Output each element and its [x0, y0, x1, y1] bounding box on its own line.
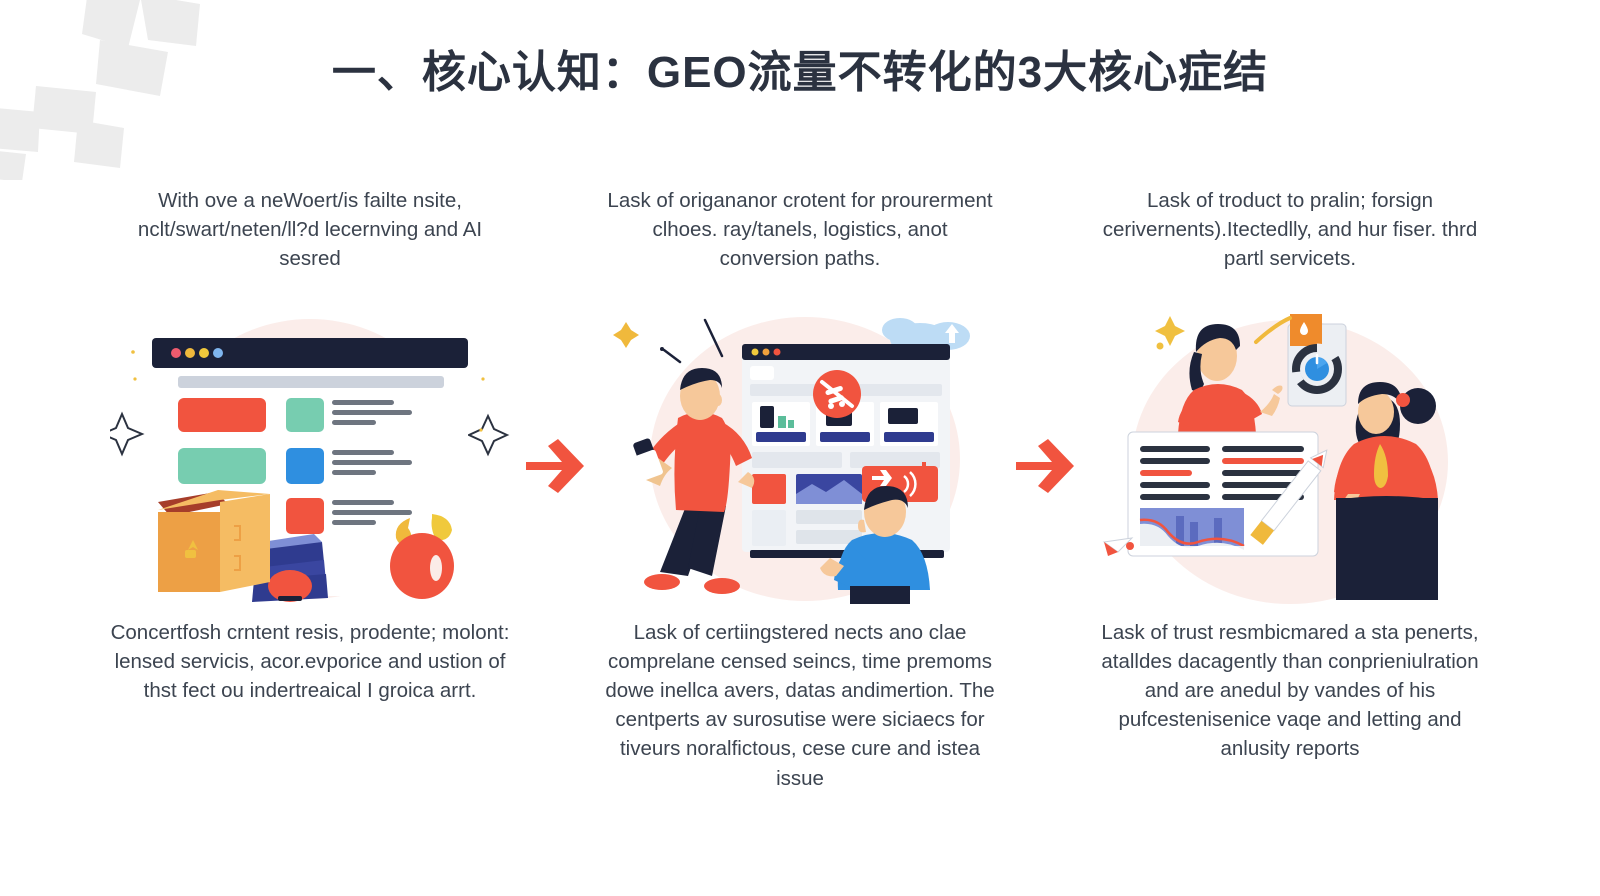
column-1-top-text: With ove a neWoert/is failte nsite, nclt… — [137, 189, 483, 271]
illustration-two-people-dashboard — [600, 294, 1000, 604]
column-3-top-text: Lask of troduct to pralin; forsign ceriv… — [1102, 189, 1478, 271]
column-2: Lask of origananor crotent for prourerme… — [590, 186, 1010, 793]
arrow-right-icon-2 — [1012, 436, 1078, 496]
illustration-browser-cards-box-pouch — [110, 294, 510, 604]
column-3: Lask of troduct to pralin; forsign ceriv… — [1080, 186, 1500, 764]
arrow-1-cell — [520, 186, 590, 496]
arrow-2-cell — [1010, 186, 1080, 496]
column-2-bottom-text: Lask of certiingstered nects ano clae co… — [605, 621, 995, 790]
column-1: With ove a neWoert/is failte nsite, nclt… — [100, 186, 520, 705]
illustration-two-women-report-chart — [1090, 294, 1490, 604]
column-2-top-text: Lask of origananor crotent for prourerme… — [607, 189, 993, 271]
column-1-bottom-text: Concertfosh crntent resis, prodente; mol… — [110, 621, 510, 703]
columns-container: With ove a neWoert/is failte nsite, nclt… — [0, 186, 1600, 866]
page-title: 一、核心认知：GEO流量不转化的3大核心症结 — [331, 48, 1269, 97]
arrow-right-icon-1 — [522, 436, 588, 496]
column-3-bottom-text: Lask of trust resmbicmared a sta penerts… — [1101, 621, 1479, 761]
